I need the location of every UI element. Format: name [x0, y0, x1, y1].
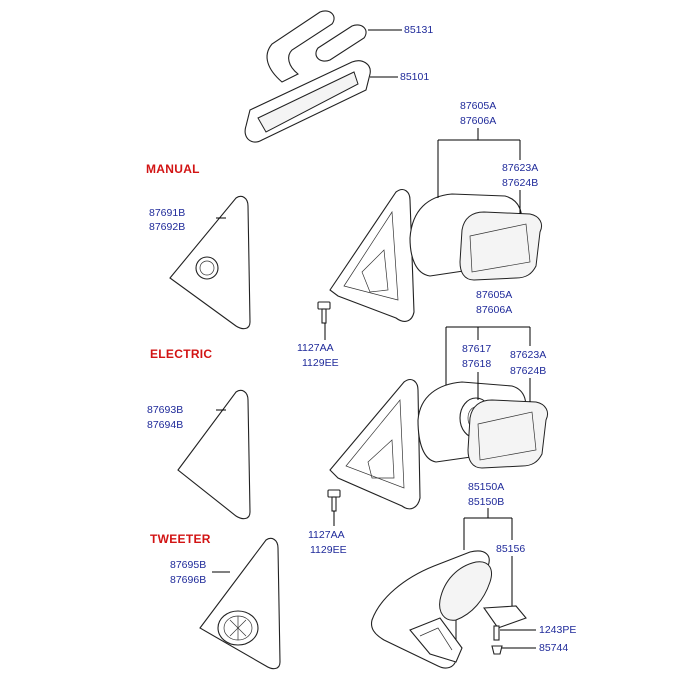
part-label-1243pe: 1243PE: [539, 624, 577, 636]
part-label-87691b: 87691B: [149, 207, 186, 219]
part-label-87617: 87617: [462, 343, 492, 355]
part-label-87605a-upper: 87605A: [460, 100, 497, 112]
part-label-87692b: 87692B: [149, 221, 186, 233]
outer-mirror-assembly-illustration: [370, 550, 527, 669]
electric-corner-cover-illustration: [177, 389, 251, 520]
part-label-1129ee-lower: 1129EE: [310, 544, 347, 556]
manual-corner-cover-illustration: [169, 195, 251, 330]
part-label-87695b: 87695B: [170, 559, 207, 571]
part-label-85101: 85101: [400, 71, 430, 83]
part-label-87623a-middle: 87623A: [510, 349, 547, 361]
part-label-87606a-middle: 87606A: [476, 304, 513, 316]
electric-door-mirror-illustration: [329, 379, 549, 510]
part-label-87623a-upper: 87623A: [502, 162, 539, 174]
section-label-tweeter: TWEETER: [150, 532, 211, 546]
part-label-85150b: 85150B: [468, 496, 505, 508]
bolt-lower-illustration: [327, 489, 341, 512]
part-label-85131: 85131: [404, 24, 434, 36]
part-label-87624b-middle: 87624B: [510, 365, 547, 377]
part-label-85744: 85744: [539, 642, 569, 654]
section-label-electric: ELECTRIC: [150, 347, 213, 361]
part-label-87694b: 87694B: [147, 419, 184, 431]
bolt-upper-illustration: [317, 301, 331, 324]
part-label-87605a-middle: 87605A: [476, 289, 513, 301]
tweeter-corner-cover-illustration: [199, 537, 281, 670]
part-label-85150a: 85150A: [468, 481, 505, 493]
section-label-manual: MANUAL: [146, 162, 200, 176]
part-label-87618: 87618: [462, 358, 492, 370]
part-label-87606a-upper: 87606A: [460, 115, 497, 127]
interior-mirror-illustration: [244, 10, 371, 143]
part-label-1127aa-upper: 1127AA: [297, 342, 334, 354]
part-label-1127aa-lower: 1127AA: [308, 529, 345, 541]
part-label-1129ee-upper: 1129EE: [302, 357, 339, 369]
part-label-87693b: 87693B: [147, 404, 184, 416]
part-label-85156: 85156: [496, 543, 526, 555]
part-label-87624b-upper: 87624B: [502, 177, 539, 189]
part-label-87696b: 87696B: [170, 574, 207, 586]
manual-door-mirror-illustration: [329, 189, 543, 322]
leader-lines: [212, 29, 536, 649]
